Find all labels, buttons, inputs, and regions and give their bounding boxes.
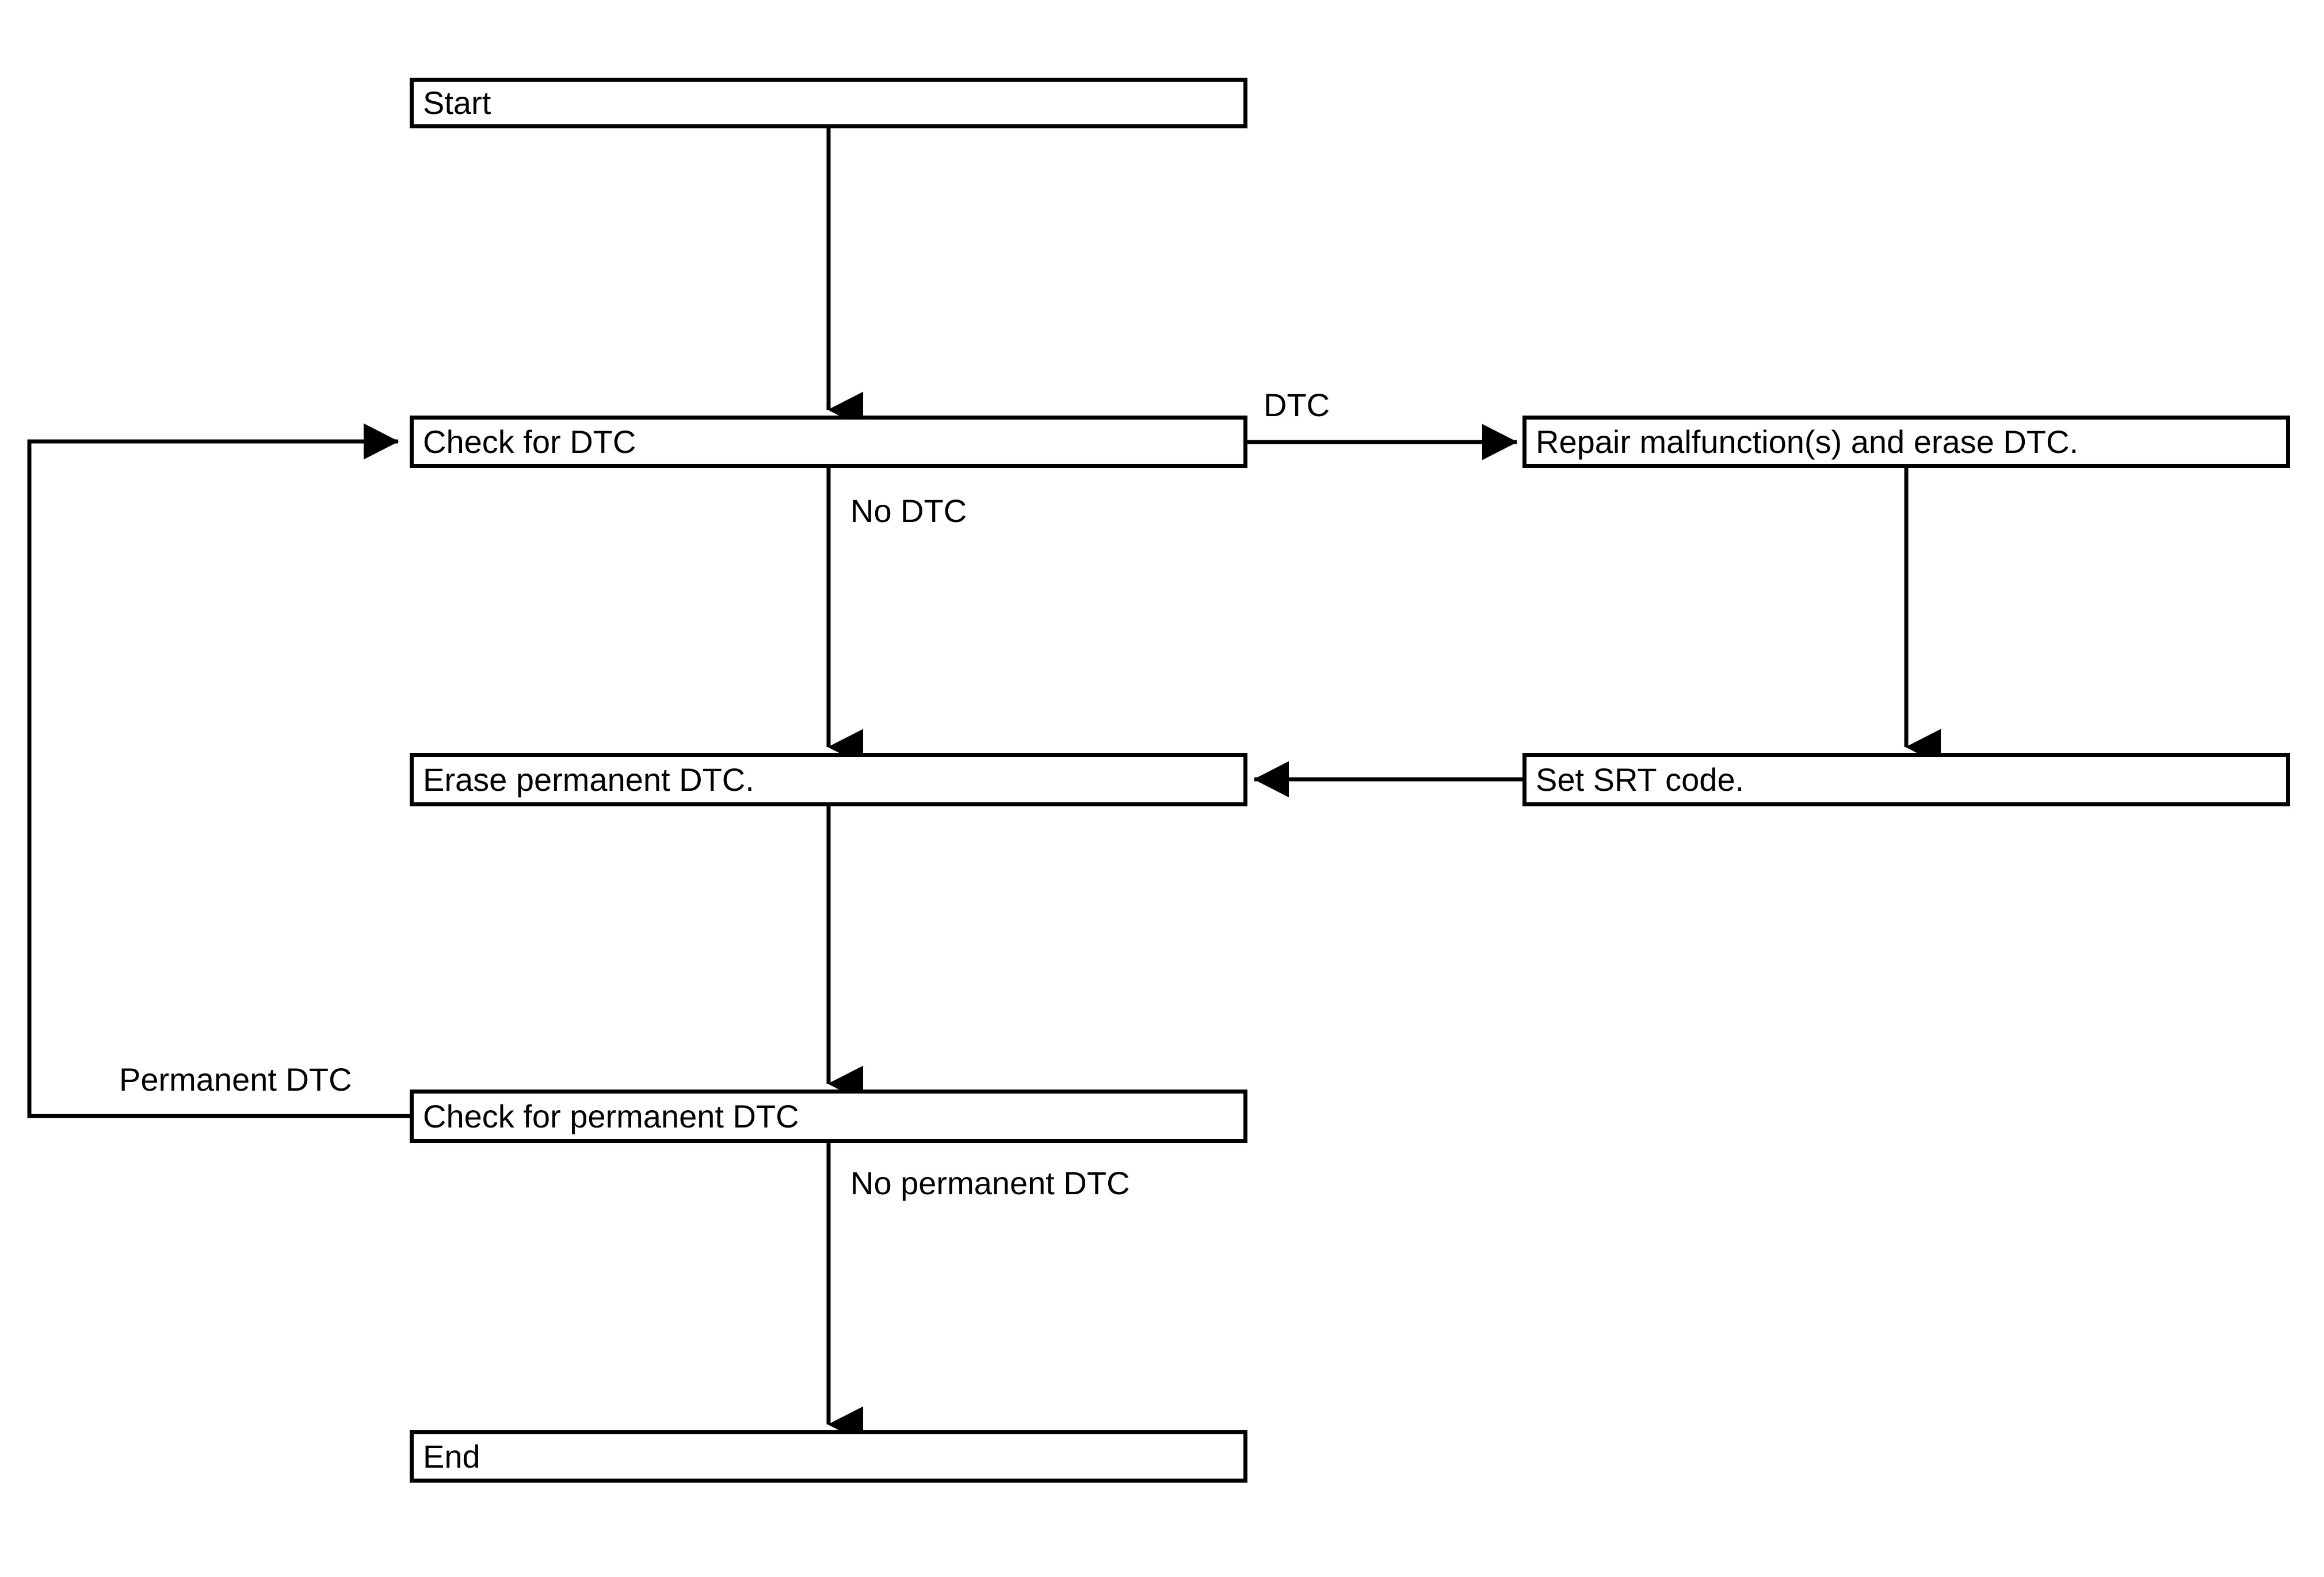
edge-label-no-dtc: No DTC [850,493,967,529]
node-check-for-permanent-dtc[interactable]: Check for permanent DTC [410,1090,1247,1143]
edge-label-dtc: DTC [1264,387,1330,423]
node-set-srt-code-label: Set SRT code. [1536,761,1745,798]
node-repair-malfunctions[interactable]: Repair malfunction(s) and erase DTC. [1522,416,2290,468]
node-erase-permanent-dtc-label: Erase permanent DTC. [423,761,754,798]
edge-label-no-permanent-dtc: No permanent DTC [850,1165,1130,1201]
node-repair-malfunctions-label: Repair malfunction(s) and erase DTC. [1536,423,2079,460]
node-start-label: Start [423,85,491,121]
edge-label-permanent-dtc: Permanent DTC [119,1061,352,1098]
node-set-srt-code[interactable]: Set SRT code. [1522,753,2290,806]
node-erase-permanent-dtc[interactable]: Erase permanent DTC. [410,753,1247,806]
node-check-for-dtc-label: Check for DTC [423,423,636,460]
node-check-for-dtc[interactable]: Check for DTC [410,416,1247,468]
node-end-label: End [423,1438,480,1475]
node-check-for-permanent-dtc-label: Check for permanent DTC [423,1098,799,1134]
node-start[interactable]: Start [410,78,1247,128]
edge-check-perm-to-check-dtc-loop [27,423,410,1118]
node-end[interactable]: End [410,1430,1247,1483]
